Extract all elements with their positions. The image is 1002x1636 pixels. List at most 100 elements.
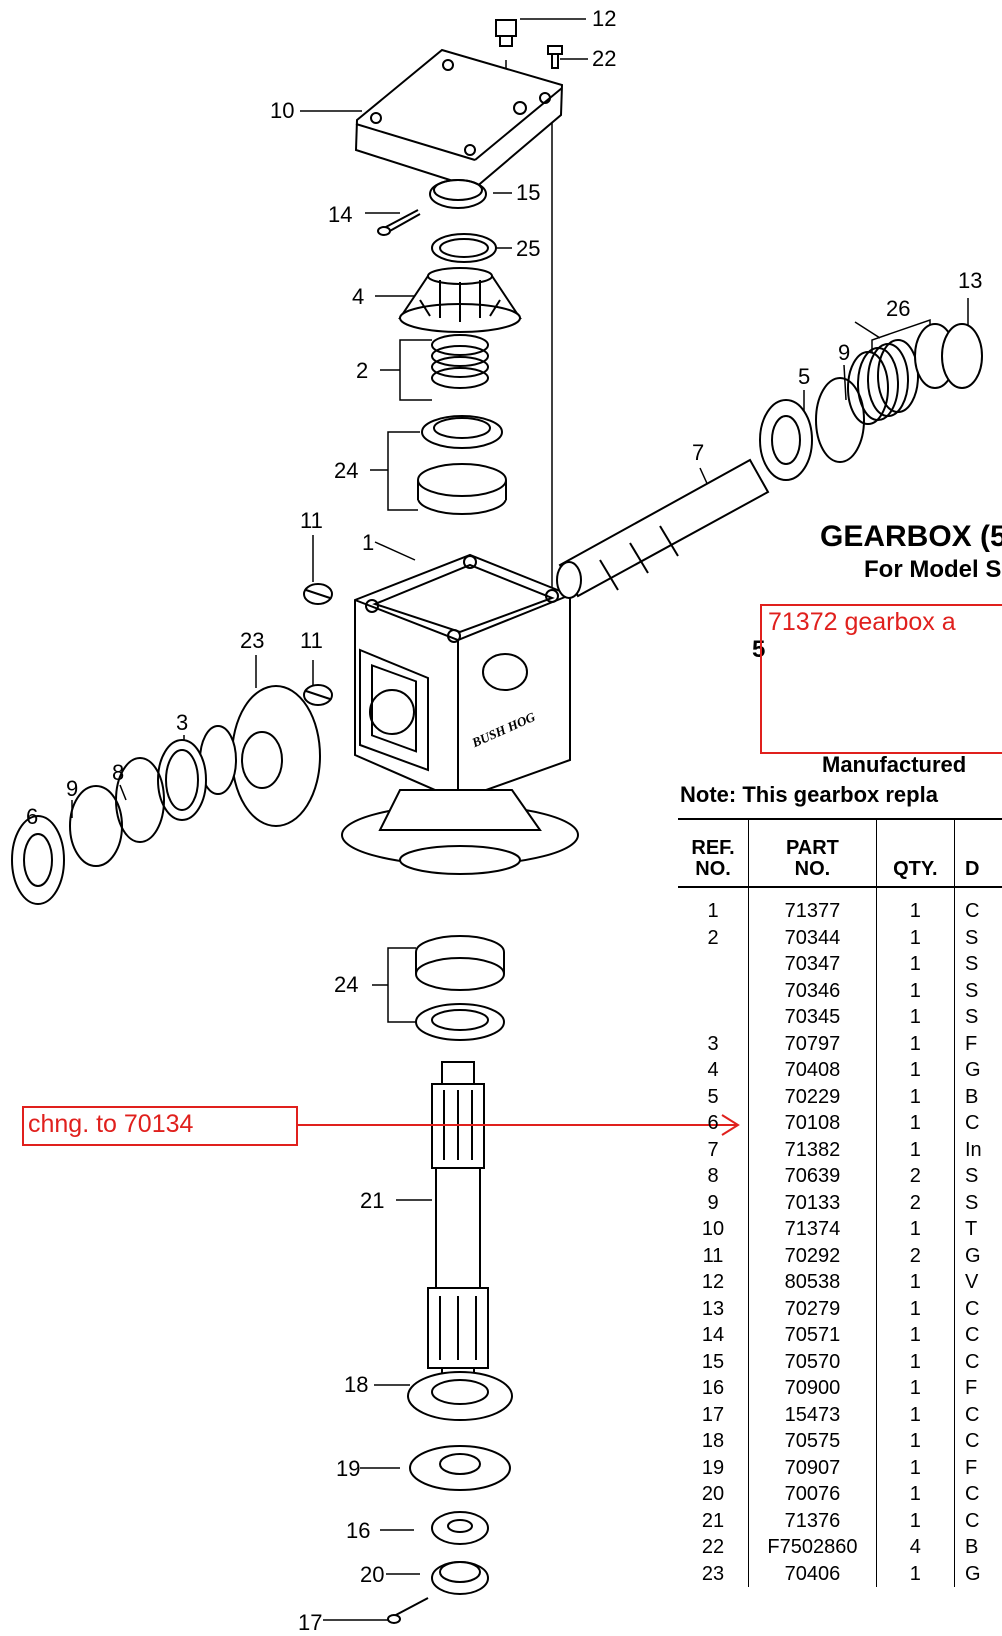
cell-part: 70575 <box>748 1428 877 1455</box>
cell-qty: 1 <box>875 1322 955 1349</box>
shim-stack-right <box>847 339 919 425</box>
cell-desc: G <box>953 1057 1002 1084</box>
cell-desc: C <box>953 1401 1002 1428</box>
cell-desc: F <box>953 1375 1002 1402</box>
cell-ref: 10 <box>701 1218 725 1240</box>
callout-11-upper: 11 <box>300 508 323 533</box>
cell-desc: B <box>953 1083 1002 1110</box>
cell-desc: S <box>953 977 1002 1004</box>
cell-ref: 11 <box>702 1244 724 1267</box>
red-arrow <box>298 1114 740 1136</box>
cell-ref: 6 <box>707 1112 719 1134</box>
bush-hog-logo <box>482 653 528 691</box>
circlip-left <box>69 785 123 867</box>
output-shaft <box>427 1061 489 1395</box>
cell-desc: S <box>953 1004 1002 1031</box>
callout-24-top: 24 <box>334 458 359 483</box>
cell-part: 70797 <box>748 1030 877 1057</box>
cell-ref: 1 <box>707 900 719 922</box>
cell-qty: 1 <box>875 1348 955 1375</box>
cell-ref <box>678 1004 749 1031</box>
cell-desc: F <box>953 1030 1002 1057</box>
callout-9-left: 9 <box>66 776 79 801</box>
callout-15: 15 <box>516 180 541 205</box>
annotation-change-box: chng. to 70134 <box>22 1106 298 1146</box>
castle-nut <box>429 179 487 209</box>
cell-qty: 2 <box>875 1189 955 1216</box>
cell-part: 70639 <box>748 1163 877 1190</box>
callout-6: 6 <box>26 804 39 829</box>
gear-housing <box>341 553 579 875</box>
cell-part: 70900 <box>748 1375 877 1402</box>
cell-desc: C <box>953 887 1002 925</box>
cell-part: 70133 <box>748 1189 877 1216</box>
cell-qty: 1 <box>875 1216 955 1243</box>
circlip-right <box>815 377 865 463</box>
seal-bottom <box>407 1371 513 1421</box>
cell-part: 70907 <box>748 1454 877 1481</box>
cell-desc: C <box>953 1348 1002 1375</box>
cell-ref <box>678 951 749 978</box>
cell-ref: 14 <box>701 1324 725 1346</box>
side-bearing <box>157 725 237 821</box>
cell-qty: 2 <box>875 1242 955 1269</box>
callout-24-bottom: 24 <box>334 972 359 997</box>
page-title: GEARBOX (5 <box>820 520 1002 553</box>
cell-part: 70108 <box>748 1110 877 1137</box>
page-subtitle: For Model S <box>864 556 1002 583</box>
callout-17: 17 <box>298 1610 323 1635</box>
partial-heading-char: 5 <box>752 636 766 663</box>
castle-nut-bottom <box>431 1561 489 1595</box>
cell-ref: 16 <box>701 1377 725 1399</box>
callout-16: 16 <box>346 1518 371 1543</box>
cell-qty: 1 <box>875 924 955 951</box>
oil-seal-left <box>11 815 65 905</box>
header-desc: D <box>953 818 1002 888</box>
cell-qty: 1 <box>875 1454 955 1481</box>
cell-part: 70571 <box>748 1322 877 1349</box>
cell-part: 70408 <box>748 1057 877 1084</box>
callout-1: 1 <box>362 530 375 555</box>
cell-part: 70344 <box>748 924 877 951</box>
callout-12: 12 <box>592 6 617 31</box>
cell-ref: 22 <box>701 1536 725 1558</box>
cell-qty: 1 <box>875 1057 955 1084</box>
cell-ref: 13 <box>701 1297 725 1320</box>
cell-desc: G <box>953 1560 1002 1587</box>
cell-ref: 4 <box>707 1059 719 1081</box>
cell-desc: C <box>953 1322 1002 1349</box>
callout-2: 2 <box>356 358 369 383</box>
cell-ref: 12 <box>701 1271 725 1293</box>
spacer-washer <box>409 1445 511 1491</box>
cell-part: 71377 <box>748 887 877 925</box>
cell-part: 70406 <box>748 1560 877 1587</box>
cell-ref: 19 <box>701 1456 725 1479</box>
flat-washer <box>431 1511 489 1545</box>
header-qty: QTY. <box>875 818 955 888</box>
annotation-gearbox-box: 71372 gearbox a <box>760 604 1002 754</box>
callout-11-lower: 11 <box>300 628 323 653</box>
cell-ref: 5 <box>707 1085 719 1108</box>
cell-desc: S <box>953 1163 1002 1190</box>
input-shaft <box>556 458 770 599</box>
cell-ref: 20 <box>701 1483 725 1505</box>
cell-qty: 1 <box>875 1481 955 1508</box>
callout-5: 5 <box>798 364 811 389</box>
